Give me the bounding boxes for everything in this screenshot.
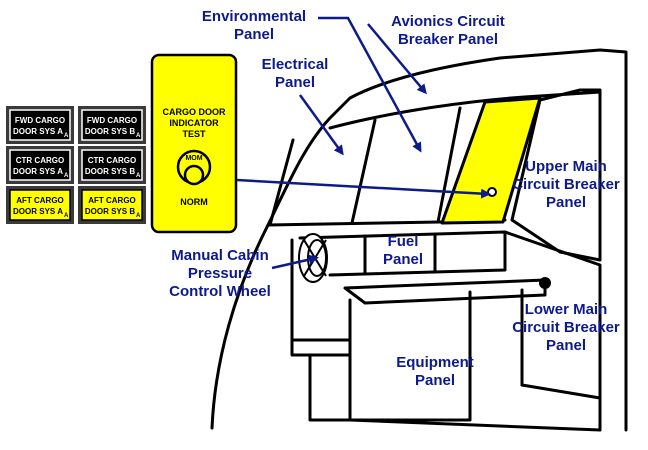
cockpit-outline bbox=[210, 48, 628, 432]
equipment-label-1: Equipment bbox=[396, 354, 474, 371]
indicator-label-line1: CTR CARGO bbox=[16, 156, 64, 165]
manual-cabin-label-1: Manual Cabin bbox=[171, 247, 269, 264]
indicator-label-subscript: A bbox=[136, 133, 141, 139]
avionics-label-2: Breaker Panel bbox=[398, 31, 498, 48]
test-switch-norm-label: NORM bbox=[180, 197, 208, 207]
indicator-face bbox=[9, 189, 71, 221]
lower-main-label-3: Panel bbox=[546, 337, 586, 354]
right-lower-wall bbox=[503, 230, 602, 432]
manual-cabin-label-2: Pressure bbox=[188, 265, 252, 282]
indicator-label-subscript: A bbox=[64, 213, 69, 219]
indicator-label-line1: AFT CARGO bbox=[88, 196, 136, 205]
fuel-label-1: Fuel bbox=[388, 233, 419, 250]
indicator-label-line2: DOOR SYS B bbox=[85, 207, 135, 216]
cockpit-structure bbox=[210, 48, 628, 432]
indicator-label-line1: CTR CARGO bbox=[88, 156, 136, 165]
panel-divider-3 bbox=[436, 106, 462, 224]
fuel-label-2: Panel bbox=[383, 251, 423, 268]
callout-arrows bbox=[236, 16, 491, 270]
panel-switch-marker bbox=[487, 187, 497, 197]
indicator-label-subscript: A bbox=[136, 173, 141, 179]
test-switch-title-line2: INDICATOR bbox=[169, 118, 219, 128]
indicator-label-line1: AFT CARGO bbox=[16, 196, 64, 205]
arrow-avionics bbox=[367, 23, 427, 95]
indicator-face bbox=[81, 149, 143, 181]
indicator-label-line2: DOOR SYS A bbox=[13, 167, 63, 176]
desk-shelf bbox=[343, 278, 547, 305]
environmental-label-2: Panel bbox=[234, 26, 274, 43]
indicator-label-subscript: A bbox=[136, 213, 141, 219]
test-switch-title-line1: CARGO DOOR bbox=[163, 107, 227, 117]
indicator-face bbox=[81, 109, 143, 141]
upper-main-label-3: Panel bbox=[546, 194, 586, 211]
arrow-upper-main bbox=[236, 178, 491, 199]
arrow-environmental bbox=[318, 16, 422, 153]
avionics-label-1: Avionics Circuit bbox=[391, 13, 505, 30]
cargo-door-indicator-test-switch[interactable]: CARGO DOOR INDICATOR TEST MOM NORM bbox=[150, 53, 238, 234]
lower-cabinet bbox=[290, 238, 472, 422]
floor-line bbox=[348, 418, 602, 432]
indicator-label-subscript: A bbox=[64, 173, 69, 179]
indicator-label-line1: FWD CARGO bbox=[15, 116, 65, 125]
callout-labels: Environmental Panel Avionics Circuit Bre… bbox=[169, 8, 620, 389]
arrow-manual-cabin bbox=[271, 254, 319, 270]
upper-main-label-1: Upper Main bbox=[525, 158, 607, 175]
indicator-label-line2: DOOR SYS B bbox=[85, 167, 135, 176]
indicator-face bbox=[9, 149, 71, 181]
indicator-face bbox=[81, 189, 143, 221]
test-switch-mom-label: MOM bbox=[185, 155, 202, 162]
overhead-panel-top bbox=[328, 90, 602, 130]
indicator-face bbox=[9, 109, 71, 141]
desk-hinge bbox=[539, 277, 551, 289]
manual-cabin-label-3: Control Wheel bbox=[169, 283, 271, 300]
indicator-label-subscript: A bbox=[64, 133, 69, 139]
upper-main-label-2: Circuit Breaker bbox=[512, 176, 620, 193]
electrical-label-2: Panel bbox=[275, 74, 315, 91]
lower-main-panel-edge-2 bbox=[520, 383, 602, 400]
indicator-label-line2: DOOR SYS A bbox=[13, 127, 63, 136]
panel-divider-2 bbox=[350, 118, 377, 225]
lower-main-label-2: Circuit Breaker bbox=[512, 319, 620, 336]
environmental-label-1: Environmental bbox=[202, 8, 306, 25]
equipment-label-2: Panel bbox=[415, 372, 455, 389]
lower-main-label-1: Lower Main bbox=[525, 301, 608, 318]
fuel-panel-block bbox=[298, 230, 507, 277]
electrical-label-1: Electrical bbox=[262, 56, 329, 73]
indicator-label-line2: DOOR SYS B bbox=[85, 127, 135, 136]
indicator-label-line2: DOOR SYS A bbox=[13, 207, 63, 216]
toggle-switch-knob[interactable] bbox=[176, 149, 212, 186]
test-switch-title-line3: TEST bbox=[182, 129, 206, 139]
indicator-label-line1: FWD CARGO bbox=[87, 116, 137, 125]
arrow-electrical bbox=[298, 94, 344, 156]
